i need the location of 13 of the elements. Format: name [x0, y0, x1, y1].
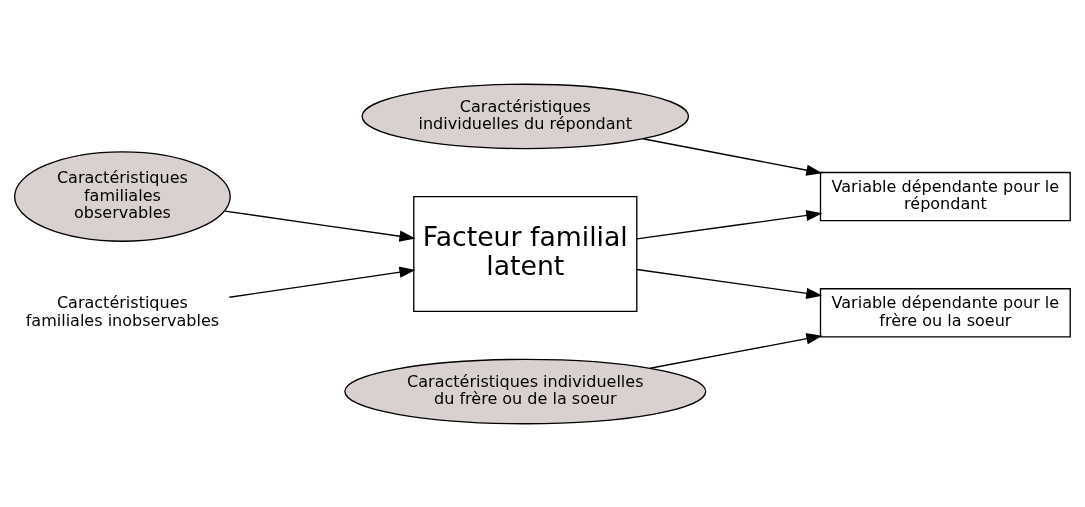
arrow [642, 137, 823, 176]
arrow [649, 332, 823, 369]
node-box: Facteur familial latent [413, 195, 638, 312]
node-box: Variable dépendante pour le frère ou la soeur [819, 287, 1071, 337]
node-ellipse: Caractéristiques individuelles du frère ou de la soeur [344, 358, 707, 424]
node-ellipse: Caractéristiques familiales observables [13, 150, 231, 242]
node-text: Caractéristiques familiales inobservables [25, 292, 220, 330]
arrow [636, 268, 823, 299]
arrow [228, 266, 416, 298]
node-ellipse: Caractéristiques individuelles du répondant [361, 83, 690, 149]
arrow [224, 209, 416, 242]
arrow [636, 209, 823, 239]
node-box: Variable dépendante pour le répondant [819, 171, 1071, 221]
